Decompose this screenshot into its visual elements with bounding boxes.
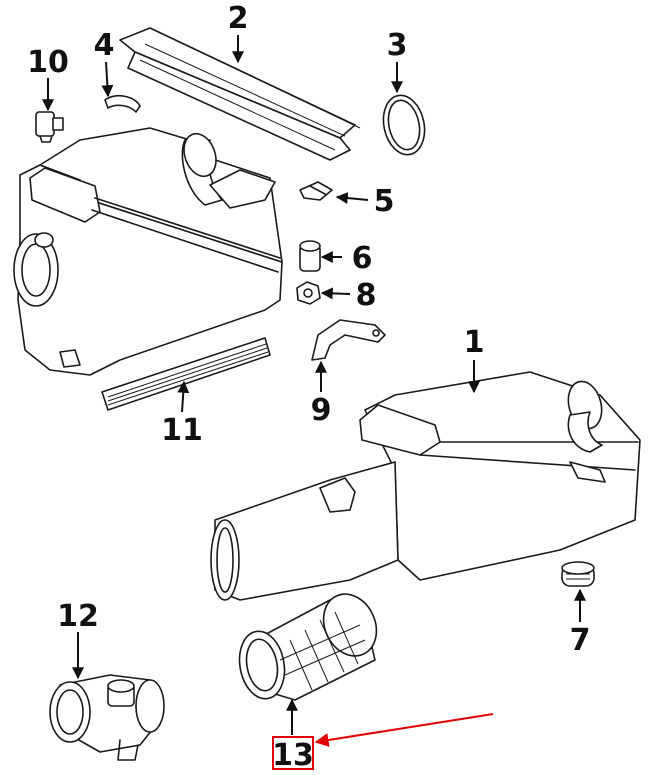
callout-11: 11 [161, 413, 203, 448]
bracket-clip [299, 181, 333, 201]
callout-9: 9 [311, 393, 332, 428]
callout-5: 5 [374, 184, 395, 219]
callout-3: 3 [387, 28, 408, 63]
clip [104, 94, 141, 113]
callout-12: 12 [57, 599, 99, 634]
leader-lines [42, 35, 586, 747]
callout-1: 1 [464, 325, 485, 360]
callout-6: 6 [352, 241, 373, 276]
nut [296, 281, 321, 305]
callout-10: 10 [27, 45, 69, 80]
callout-7: 7 [570, 623, 591, 658]
air-cleaner-housing-lower [13, 127, 283, 376]
callout-2: 2 [228, 1, 249, 36]
air-cleaner-assembly [210, 371, 641, 601]
callout-4: 4 [94, 28, 115, 63]
mounting-bracket [311, 319, 386, 361]
seal-ring [382, 94, 426, 156]
grommet [299, 240, 321, 272]
gasket-strip [101, 337, 271, 411]
intake-boot [238, 593, 378, 701]
highlight-arrow [314, 713, 494, 747]
temp-sensor [35, 111, 64, 143]
rubber-grommet [561, 561, 595, 587]
callout-13: 13 [272, 738, 314, 773]
air-mass-meter [49, 674, 165, 761]
air-filter-element [119, 27, 361, 161]
highlight-box [272, 736, 314, 770]
callout-8: 8 [356, 278, 377, 313]
